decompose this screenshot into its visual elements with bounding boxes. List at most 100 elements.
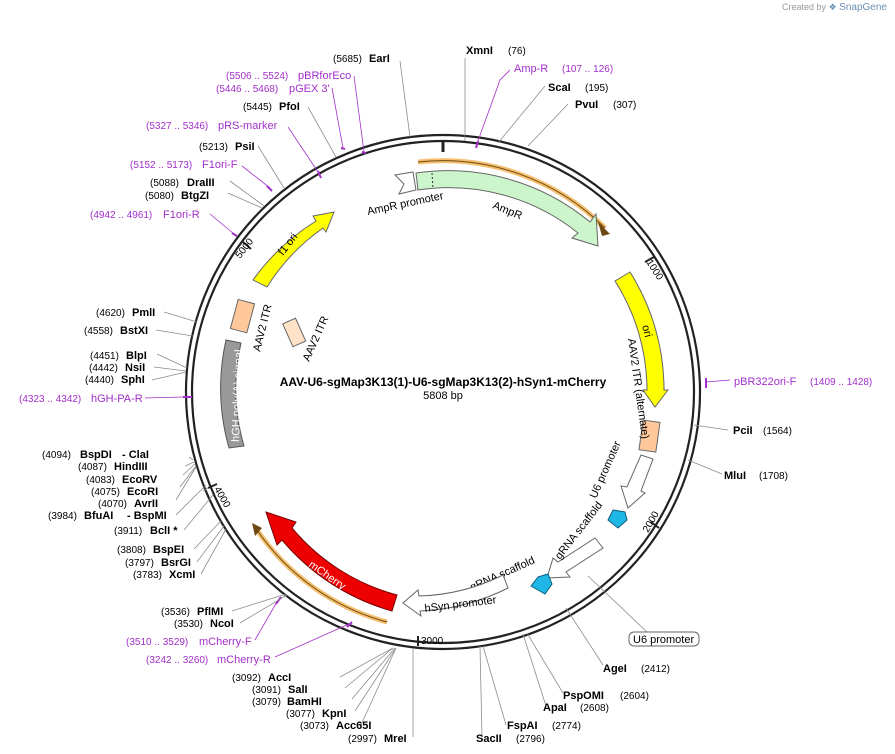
feature-u6-promoter[interactable] <box>620 454 654 509</box>
feature-label-ori: ori <box>639 324 654 339</box>
site-kpni[interactable]: (3077)KpnI <box>286 708 346 720</box>
site-pmli[interactable]: (4620)PmlI <box>96 307 155 319</box>
site-ncoi[interactable]: (3530) NcoI <box>174 618 234 630</box>
site-pfoi[interactable]: (5445)PfoI <box>243 101 300 113</box>
site-xmni[interactable]: XmnI(76) <box>466 45 526 57</box>
site-draiii[interactable]: (5088)DraIII <box>150 177 215 189</box>
plasmid-name: AAV-U6-sgMap3K13(1)-U6-sgMap3K13(2)-hSyn… <box>280 375 607 389</box>
primer-pbr322ori-f[interactable]: pBR322ori-F(1409 .. 1428) <box>734 376 872 388</box>
svg-text:(4440): (4440) <box>85 375 114 386</box>
site-fspai[interactable]: FspAI(2774) <box>507 720 581 732</box>
svg-text:PflMI: PflMI <box>197 606 223 618</box>
site-nsii[interactable]: (4442)NsiI <box>89 362 145 374</box>
svg-text:MluI: MluI <box>724 470 746 482</box>
site-ecorv[interactable]: (4083)EcoRV <box>86 474 158 486</box>
watermark: Created by ❖ SnapGene <box>782 2 887 13</box>
site-bspdi[interactable]: (4094)BspDI- ClaI <box>42 449 149 461</box>
snapgene-logo-icon: ❖ <box>828 2 837 12</box>
svg-text:(4620): (4620) <box>96 308 125 319</box>
svg-text:F1ori-R: F1ori-R <box>163 209 200 221</box>
svg-text:mCherry-R: mCherry-R <box>217 654 271 666</box>
site-bamhi[interactable]: (3079)BamHI <box>252 696 322 708</box>
svg-text:NsiI: NsiI <box>125 362 145 374</box>
feature-aav2-itr-2[interactable] <box>282 317 307 348</box>
svg-text:(5080): (5080) <box>145 191 174 202</box>
primer-mcherry-r[interactable]: (3242 .. 3260)mCherry-R <box>146 654 271 666</box>
svg-text:(2608): (2608) <box>580 703 609 714</box>
site-bsrgi[interactable]: (3797)BsrGI <box>125 557 191 569</box>
site-bstxi[interactable]: (4558)BstXI <box>84 325 148 337</box>
feature-grna-scaffold-2[interactable] <box>530 573 553 595</box>
site-eari[interactable]: (5685)EarI <box>333 53 390 65</box>
site-hindiii[interactable]: (4087)HindIII <box>78 461 148 473</box>
site-pcii[interactable]: PciI(1564) <box>733 425 792 437</box>
site-btgzi[interactable]: (5080)BtgZI <box>145 190 209 202</box>
svg-text:(4323 .. 4342): (4323 .. 4342) <box>19 394 81 405</box>
site-sacii[interactable]: SacII(2796) <box>476 733 545 745</box>
feature-u6-promoter-2[interactable] <box>546 537 604 579</box>
svg-text:(3530): (3530) <box>174 619 203 630</box>
site-pvui[interactable]: PvuI(307) <box>575 99 636 111</box>
site-bcli[interactable]: (3911)BclI * <box>114 525 178 537</box>
svg-text:PspOMI: PspOMI <box>563 690 604 702</box>
site-xcmi[interactable]: (3783)XcmI <box>133 569 195 581</box>
site-apai[interactable]: ApaI(2608) <box>543 702 609 714</box>
svg-text:AgeI: AgeI <box>603 663 627 675</box>
site-agei[interactable]: AgeI(2412) <box>603 663 670 675</box>
site-bspei[interactable]: (3808)BspEI <box>117 544 184 556</box>
site-blpi[interactable]: (4451)BlpI <box>90 350 147 362</box>
site-acc65i[interactable]: (3073)Acc65I <box>300 720 371 732</box>
u6-callout-leader <box>587 575 649 634</box>
site-ecori[interactable]: (4075)EcoRI <box>91 486 158 498</box>
site-acci[interactable]: (3092)AccI <box>232 672 291 684</box>
amp-highlight-arrow <box>598 222 610 236</box>
primer-pbrforeco[interactable]: (5506 .. 5524)pBRforEco <box>226 70 351 82</box>
site-avrii[interactable]: (4070)AvrII <box>98 498 158 510</box>
feature-aav2-itr-alternate[interactable] <box>638 419 661 453</box>
site-sphi[interactable]: (4440)SphI <box>85 374 145 386</box>
svg-text:(3911): (3911) <box>114 526 142 537</box>
site-psii[interactable]: (5213)PsiI <box>199 141 255 153</box>
svg-text:(5685): (5685) <box>333 54 362 65</box>
mcherry-highlight-arc-core <box>256 529 388 623</box>
site-pspomi[interactable]: PspOMI(2604) <box>563 690 649 702</box>
feature-grna-scaffold-1[interactable] <box>607 509 628 529</box>
site-bfuai[interactable]: (3984)BfuAI- BspMI <box>48 510 167 522</box>
mcherry-highlight-arrow <box>252 523 262 536</box>
primer-f1ori-r[interactable]: (4942 .. 4961)F1ori-R <box>90 209 200 221</box>
site-pflmi[interactable]: (3536)PflMI <box>161 606 223 618</box>
svg-text:XmnI: XmnI <box>466 45 493 57</box>
site-sali[interactable]: (3091)SalI <box>252 684 308 696</box>
svg-text:EcoRI: EcoRI <box>127 486 158 498</box>
primer-amp-r[interactable]: Amp-R(107 .. 126) <box>514 63 613 75</box>
primer-prs-marker[interactable]: (5327 .. 5346)pRS-marker <box>146 120 278 132</box>
feature-ampr[interactable] <box>415 170 599 247</box>
svg-text:PfoI: PfoI <box>279 101 300 113</box>
feature-hsyn-promoter[interactable] <box>402 574 509 618</box>
svg-text:(3984): (3984) <box>48 511 77 522</box>
primer-f1ori-f[interactable]: (5152 .. 5173)F1ori-F <box>130 159 238 171</box>
svg-text:EcoRV: EcoRV <box>122 474 158 486</box>
site-scai[interactable]: ScaI(195) <box>548 82 608 94</box>
svg-text:- BspMI: - BspMI <box>127 510 167 522</box>
feature-aav2-itr-1[interactable] <box>229 298 256 334</box>
amp-highlight-arc-core <box>417 160 606 229</box>
feature-mcherry[interactable] <box>265 511 398 612</box>
feature-f1-ori[interactable] <box>252 211 335 288</box>
feature-hgh-polya[interactable] <box>220 339 245 449</box>
feature-label-hgh-polya: hGH poly(A) signal <box>230 349 245 442</box>
primer-pgex-3[interactable]: (5446 .. 5468)pGEX 3' <box>216 83 330 95</box>
svg-text:pGEX 3': pGEX 3' <box>289 83 330 95</box>
feature-ampr-promoter[interactable] <box>393 171 417 195</box>
svg-text:PvuI: PvuI <box>575 99 598 111</box>
svg-text:NcoI: NcoI <box>210 618 234 630</box>
primer-mcherry-f[interactable]: (3510 .. 3529)mCherry-F <box>126 636 252 648</box>
primer-hgh-pa-r[interactable]: (4323 .. 4342)hGH-PA-R <box>19 393 143 405</box>
svg-text:(5088): (5088) <box>150 178 179 189</box>
svg-text:XcmI: XcmI <box>169 569 195 581</box>
site-mrei[interactable]: (2997)MreI <box>348 733 407 745</box>
svg-text:(5213): (5213) <box>199 142 228 153</box>
feature-ori[interactable] <box>614 271 670 408</box>
site-mlui[interactable]: MluI(1708) <box>724 470 788 482</box>
u6-callout-label: U6 promoter <box>633 634 694 646</box>
